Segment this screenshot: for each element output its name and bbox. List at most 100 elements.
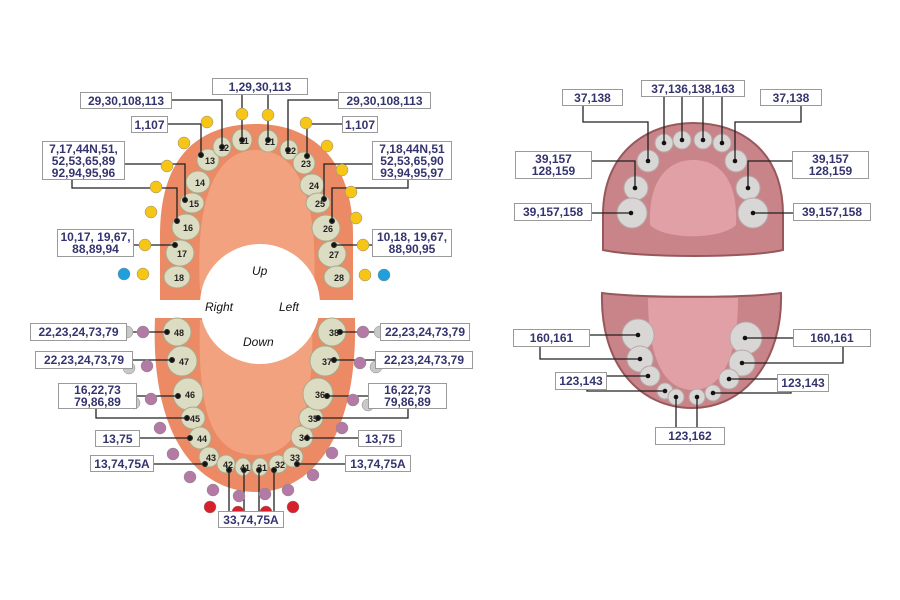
- label-tooth-47: 22,23,24,73,79: [35, 351, 133, 369]
- leader-dot: [169, 357, 175, 363]
- tooth-number: 45: [190, 414, 200, 424]
- tooth-42: 42: [216, 454, 236, 474]
- tooth-15: 15: [179, 192, 205, 214]
- tooth-number: 46: [185, 390, 195, 400]
- label-upper-incisors: 1,29,30,113: [212, 78, 308, 95]
- tongue-photo: [648, 298, 738, 390]
- tooth-41: 41: [234, 457, 252, 477]
- direction-down: Down: [243, 335, 274, 349]
- tooth-16: 16: [171, 213, 201, 241]
- label-tooth-37: 22,23,24,73,79: [375, 351, 473, 369]
- leader-dot: [304, 153, 310, 159]
- dot-yellow-marker: [235, 107, 249, 121]
- tooth-number: 43: [206, 453, 216, 463]
- leader-dot: [164, 329, 170, 335]
- tooth-number: 18: [174, 273, 184, 283]
- leader-line: [582, 106, 649, 161]
- dot-blue-marker: [377, 268, 391, 282]
- leader-line: [318, 409, 409, 419]
- tooth-number: 13: [205, 156, 215, 166]
- leader-dot: [285, 147, 291, 153]
- label-photo-lower-right-molars: 160,161: [513, 329, 590, 347]
- leader-dot: [331, 242, 337, 248]
- mouth-opening: [200, 244, 320, 364]
- leader-line: [71, 180, 178, 221]
- leader-line: [168, 123, 202, 155]
- dot-yellow-marker: [138, 238, 152, 252]
- dot-yellow-marker: [356, 238, 370, 252]
- label-photo-upper-left-molar: 39,157,158: [793, 203, 871, 221]
- leader-dot: [226, 467, 232, 473]
- leader-dot: [184, 415, 190, 421]
- dot-red-marker: [286, 500, 300, 514]
- label-tooth-12: 29,30,108,113: [80, 92, 172, 109]
- tooth-number: 23: [301, 159, 311, 169]
- tooth-number: 44: [197, 434, 207, 444]
- dot-purple-marker: [335, 421, 349, 435]
- dot-purple-marker: [281, 483, 295, 497]
- dot-yellow-marker: [335, 163, 349, 177]
- leader-dot: [256, 467, 262, 473]
- label-tooth-33: 13,74,75A: [345, 455, 411, 472]
- label-tooth-17: 10,17, 19,67, 88,89,94: [57, 229, 134, 257]
- tooth-number: 27: [329, 250, 339, 260]
- tooth-shape: [251, 457, 269, 477]
- leader-line: [125, 163, 186, 200]
- dot-red-marker: [203, 500, 217, 514]
- dot-yellow-marker: [149, 180, 163, 194]
- tooth-number: 34: [299, 433, 309, 443]
- leader-dot: [628, 210, 634, 216]
- leader-dot: [324, 393, 330, 399]
- label-photo-lower-incisors: 123,162: [655, 427, 725, 445]
- label-photo-lower-left-molars: 160,161: [793, 329, 871, 347]
- tooth-number-chart: 1817161514131211212223242526272848474645…: [71, 95, 409, 519]
- label-tooth-46: 16,22,73 79,86,89: [58, 383, 137, 409]
- leader-dot: [329, 218, 335, 224]
- dot-yellow-marker: [144, 205, 158, 219]
- dot-yellow-marker: [200, 115, 214, 129]
- tooth-27: 27: [317, 240, 347, 268]
- label-upper-left-premolars: 7,18,44N,51 52,53,65,90 93,94,95,97: [372, 141, 452, 180]
- leader-dot: [679, 137, 685, 143]
- tooth-number: 33: [290, 453, 300, 463]
- leader-dot: [315, 415, 321, 421]
- dot-purple-marker: [356, 325, 370, 339]
- label-lower-incisors: 33,74,75A: [218, 511, 284, 528]
- dot-yellow-marker: [344, 185, 358, 199]
- tooth-26: 26: [311, 214, 341, 242]
- leader-line: [592, 160, 636, 188]
- label-tooth-36: 16,22,73 79,86,89: [368, 383, 447, 409]
- dot-purple-marker: [353, 356, 367, 370]
- dot-purple-marker: [183, 470, 197, 484]
- leader-line: [331, 180, 409, 221]
- dot-purple-marker: [258, 487, 272, 501]
- label-photo-upper-left-premolars: 39,157 128,159: [792, 151, 869, 179]
- leader-dot: [321, 196, 327, 202]
- leader-dot: [673, 394, 679, 400]
- leader-line: [586, 390, 665, 392]
- label-photo-upper-right-canine: 37,138: [562, 89, 623, 106]
- label-tooth-38: 22,23,24,73,79: [380, 323, 470, 341]
- leader-dot: [661, 140, 667, 146]
- leader-dot: [187, 435, 193, 441]
- label-tooth-27: 10,18, 19,67, 88,90,95: [372, 229, 452, 257]
- label-tooth-43: 13,74,75A: [90, 455, 154, 472]
- leader-dot: [750, 210, 756, 216]
- leader-dot: [694, 394, 700, 400]
- leader-dot: [182, 197, 188, 203]
- leader-dot: [645, 373, 651, 379]
- direction-up: Up: [252, 264, 268, 278]
- tooth-number: 14: [195, 178, 205, 188]
- leader-dot: [710, 390, 716, 396]
- leader-dot: [219, 144, 225, 150]
- tooth-number: 17: [177, 249, 187, 259]
- tooth-36: 36: [302, 377, 334, 411]
- leader-dot: [294, 461, 300, 467]
- dot-yellow-marker: [261, 108, 275, 122]
- leader-dot: [632, 185, 638, 191]
- tooth-number: 38: [329, 328, 339, 338]
- label-tooth-13: 1,107: [131, 116, 168, 133]
- leader-line: [323, 163, 372, 199]
- leader-dot: [331, 357, 337, 363]
- tooth-25: 25: [305, 192, 331, 214]
